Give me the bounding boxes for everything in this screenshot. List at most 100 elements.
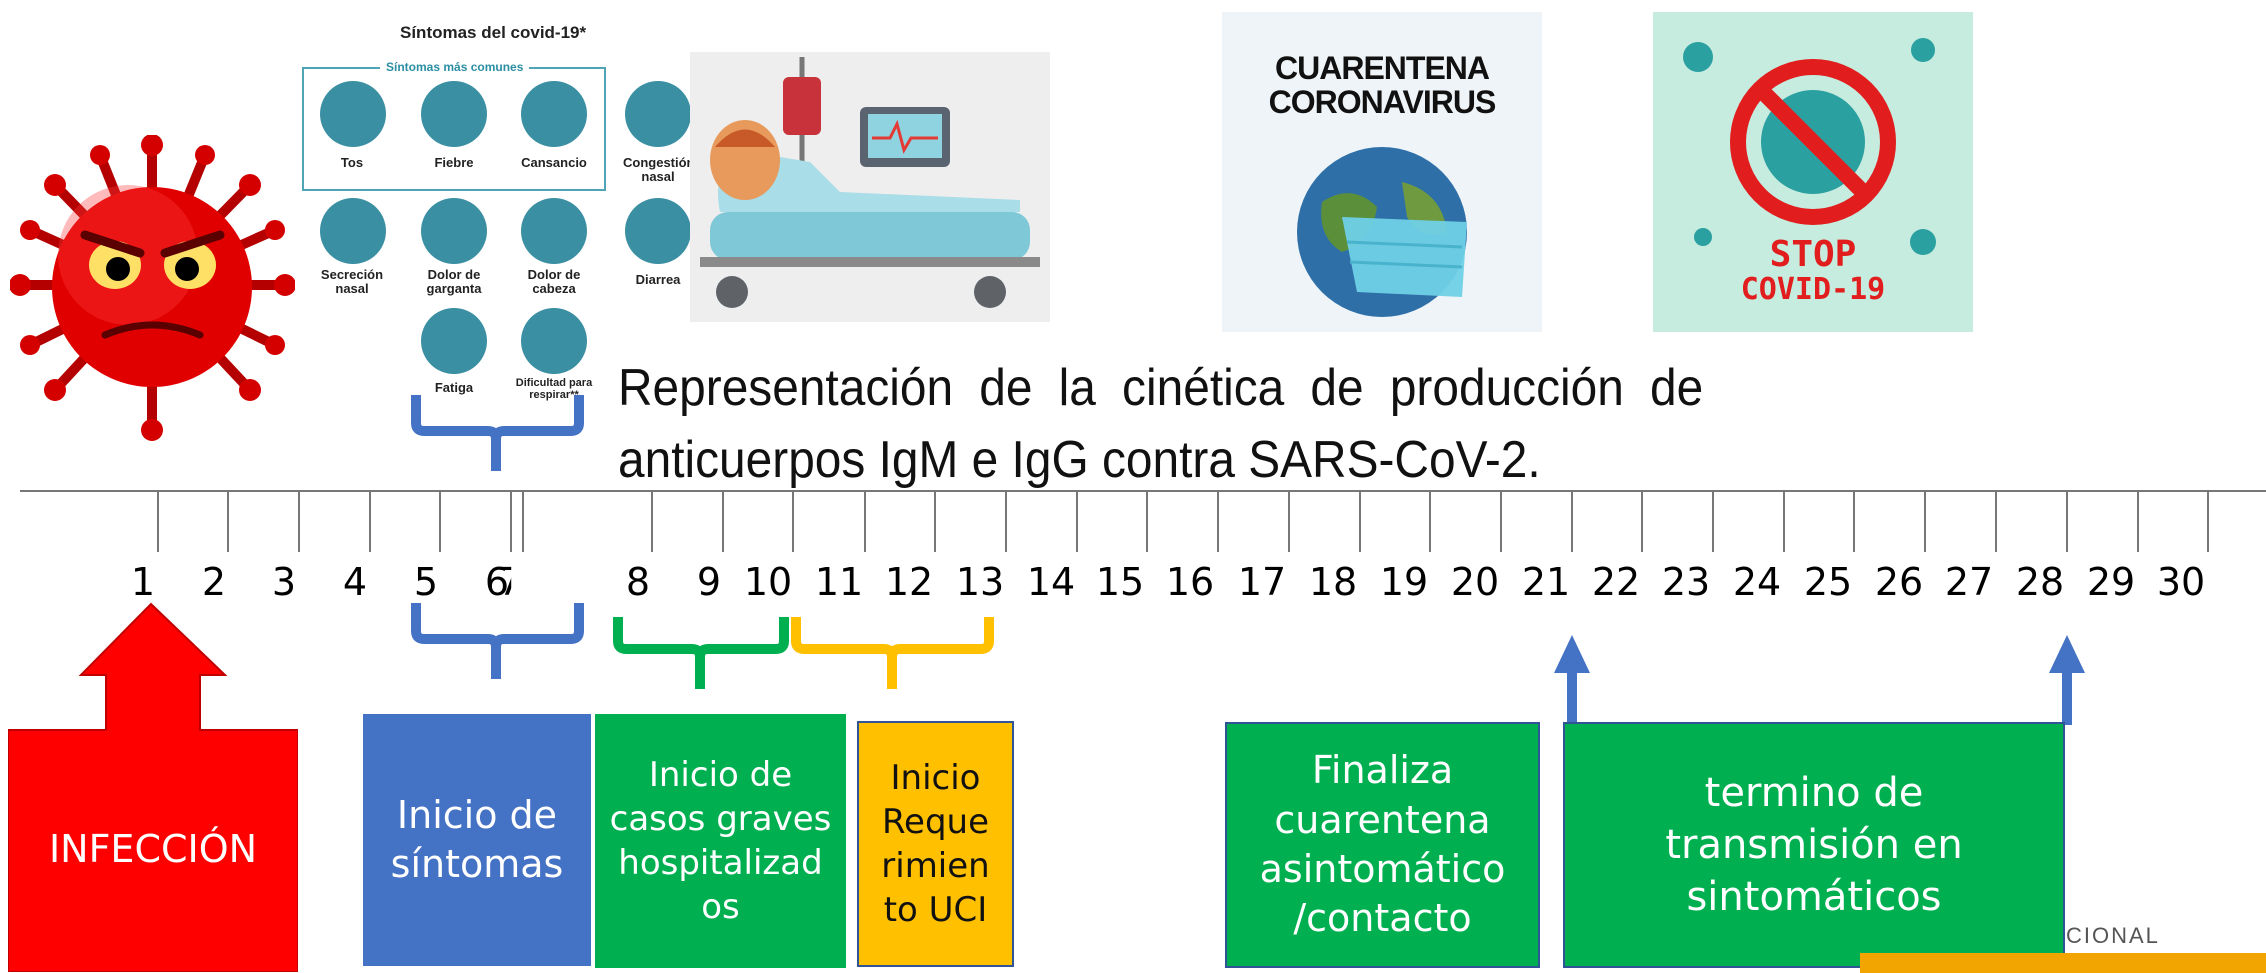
day21-arrow — [1554, 635, 1590, 725]
timeline-tick — [722, 490, 724, 552]
timeline-day-label: 3 — [271, 560, 297, 604]
title-line1: Representación de la cinética de producc… — [618, 359, 1704, 417]
timeline-tick — [1146, 490, 1148, 552]
sore-throat-icon — [421, 198, 487, 264]
stop-card-line1: STOP — [1769, 234, 1857, 275]
stop-covid-card: STOP COVID-19 — [1653, 12, 1973, 332]
timeline-day-label: 27 — [1944, 560, 1994, 604]
timeline-tick — [2066, 490, 2068, 552]
timeline-tick — [227, 490, 229, 552]
timeline-day-label: 6 — [484, 560, 510, 604]
timeline-day-label: 20 — [1450, 560, 1500, 604]
timeline-tick — [1500, 490, 1502, 552]
timeline-day-label: 18 — [1308, 560, 1358, 604]
virus-icon — [1694, 228, 1712, 246]
symptom-label: Dolor de garganta — [426, 267, 482, 297]
timeline-day-label: 1 — [130, 560, 156, 604]
timeline-tick — [864, 490, 866, 552]
symptom-label: Congestión nasal — [623, 155, 695, 185]
virus-icon — [1910, 229, 1936, 255]
prohibited-virus-icon — [1730, 59, 1896, 225]
timeline-day-label: 16 — [1165, 560, 1215, 604]
nasal-discharge-icon — [320, 198, 386, 264]
cough-icon — [320, 81, 386, 147]
timeline-axis — [20, 490, 2266, 492]
timeline-day-label: 24 — [1732, 560, 1782, 604]
symptom-label: Tos — [340, 155, 364, 170]
timeline-tick — [792, 490, 794, 552]
timeline-tick — [1783, 490, 1785, 552]
symptom-label: Secreción nasal — [320, 267, 384, 297]
symptoms-start-box: Inicio de síntomas — [363, 714, 591, 966]
timeline-tick — [510, 490, 512, 552]
timeline-day-label: 7 — [497, 560, 523, 604]
timeline-day-label: 9 — [696, 560, 722, 604]
severe-cases-box: Inicio de casos graves hospitalizad os — [595, 714, 846, 968]
timeline-tick — [522, 490, 524, 552]
timeline-tick — [1853, 490, 1855, 552]
icu-bracket — [791, 617, 994, 689]
quarantine-card-line2: CORONAVIRUS — [1268, 84, 1497, 120]
timeline-day-label: 11 — [814, 560, 864, 604]
timeline-day-label: 21 — [1521, 560, 1571, 604]
timeline-day-label: 29 — [2086, 560, 2136, 604]
masked-earth-icon — [1297, 147, 1467, 317]
symptoms-panel-subtitle: Síntomas más comunes — [380, 60, 530, 74]
symptoms-bracket-lower — [411, 603, 584, 679]
symptoms-panel-title: Síntomas del covid-19* — [400, 23, 587, 42]
symptom-label: Fiebre — [434, 155, 474, 170]
timeline-day-label: 4 — [342, 560, 368, 604]
timeline-tick — [1429, 490, 1431, 552]
quarantine-end-box: Finaliza cuarentena asintomático /contac… — [1225, 722, 1540, 968]
timeline-tick — [1641, 490, 1643, 552]
timeline-tick — [1005, 490, 1007, 552]
timeline-tick — [157, 490, 159, 552]
virus-icon — [1911, 38, 1935, 62]
symptom-label: Cansancio — [521, 155, 587, 170]
timeline-tick — [1571, 490, 1573, 552]
symptom-label: Diarrea — [635, 272, 681, 287]
virus-character-image — [10, 135, 295, 441]
quarantine-card: CUARENTENA CORONAVIRUS — [1222, 12, 1542, 332]
watermark-logo — [1860, 953, 2266, 973]
symptoms-panel: Síntomas del covid-19* Síntomas más comu… — [300, 15, 700, 415]
diarrhea-icon — [625, 198, 691, 264]
timeline-day-label: 13 — [955, 560, 1005, 604]
breathing-difficulty-icon — [521, 308, 587, 374]
symptom-label: Dificultad para respirar** — [515, 377, 593, 402]
timeline-tick — [1288, 490, 1290, 552]
timeline-day-label: 8 — [625, 560, 651, 604]
timeline-tick — [1712, 490, 1714, 552]
symptom-label: Dolor de cabeza — [527, 267, 581, 297]
title-line2: anticuerpos IgM e IgG contra SARS-CoV-2. — [618, 431, 1541, 489]
virus-icon — [1683, 42, 1713, 72]
day28-arrow — [2049, 635, 2085, 725]
icu-box: Inicio Reque rimien to UCI — [857, 721, 1014, 967]
timeline-day-label: 17 — [1237, 560, 1287, 604]
timeline-tick — [298, 490, 300, 552]
nasal-congestion-icon — [625, 81, 691, 147]
fatigue-icon — [421, 308, 487, 374]
timeline-tick — [369, 490, 371, 552]
fever-icon — [421, 81, 487, 147]
quarantine-card-line1: CUARENTENA — [1275, 50, 1490, 86]
headache-icon — [521, 198, 587, 264]
transmission-end-box: termino de transmisión en sintomáticos — [1563, 722, 2065, 968]
timeline-tick — [1217, 490, 1219, 552]
hospital-bed-illustration — [690, 52, 1050, 322]
timeline-day-label: 14 — [1026, 560, 1076, 604]
timeline-day-label: 12 — [884, 560, 934, 604]
tiredness-icon — [521, 81, 587, 147]
stop-card-line2: COVID-19 — [1740, 272, 1886, 307]
timeline-day-label: 30 — [2156, 560, 2206, 604]
symptom-label: Fatiga — [434, 380, 474, 395]
infection-arrow — [8, 602, 298, 972]
timeline-day-label: 26 — [1874, 560, 1924, 604]
severe-cases-bracket — [613, 617, 789, 689]
timeline-tick — [439, 490, 441, 552]
timeline-tick — [1995, 490, 1997, 552]
timeline-day-label: 2 — [201, 560, 227, 604]
symptoms-bracket-upper — [411, 395, 584, 471]
timeline-day-label: 23 — [1661, 560, 1711, 604]
infection-box: INFECCIÓN — [48, 827, 258, 872]
